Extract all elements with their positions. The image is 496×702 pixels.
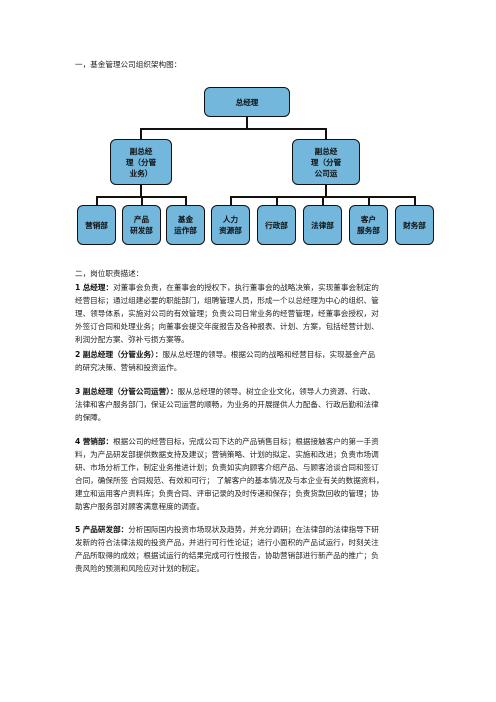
connector xyxy=(230,196,232,205)
connector xyxy=(140,128,326,130)
dept-marketing-box: 营销部 xyxy=(77,205,116,245)
duty-text-line: 根据公司的经营目标，完成公司下达的产品销售目标；根据接触客户的第一手资 xyxy=(113,437,379,446)
duty-paragraph: 1 总经理：对董事会负责，在董事会的授权下，执行董事会的战略决策，实现董事会制定… xyxy=(75,281,425,346)
duty-paragraph: 3 副总经理（分管公司运营）：服从总经理的领导。树立企业文化，领导人力资源、行政… xyxy=(75,385,425,424)
duty-text-line: 分析国际国内投资市场现状及趋势，并充分调研；在法律部的法律指导下研 xyxy=(128,525,379,534)
dept-admin-box: 行政部 xyxy=(257,205,296,245)
vp-business-box: 副总经 理（分管 业务） xyxy=(110,139,172,185)
dept-customer-service-box: 客户 服务部 xyxy=(349,205,388,245)
connector xyxy=(185,196,187,205)
duty-title: 副总经理（分管业务）： xyxy=(82,350,163,359)
vp-operations-box: 副总经 理（分管 公司运 xyxy=(292,139,360,185)
connector xyxy=(141,196,143,205)
duty-text-line: 合同，确保所签 合同规范、有效和可行； 了解客户的基本情况及与本企业有关的数据资… xyxy=(75,476,384,485)
duty-text-line: 料，为产品研发部提供数据支持及建议；营销策略、计划的拟定、实施和改进；负责市场调 xyxy=(75,450,379,459)
duty-text-line: 服从总经理的领导。树立企业文化，领导人力资源、行政、 xyxy=(177,387,376,396)
duty-number: 5 xyxy=(75,525,81,534)
duty-number: 2 xyxy=(75,350,81,359)
connector xyxy=(414,196,416,205)
connector xyxy=(140,185,142,196)
duty-text-line: 利润分配方案、弥补亏损方案等。 xyxy=(75,335,189,344)
duty-text-line: 经营目标；通过组建必要的职能部门，组聘管理人员，形成一个以总经理为中心的组织、管 xyxy=(75,296,379,305)
duty-text-line: 助客户服务部对顾客满意程度的调查。 xyxy=(75,502,205,511)
connector xyxy=(322,196,324,205)
duty-text-line: 法律和客户服务部门，保证公司运营的顺畅，为业务的开展提供人力配备、行政后勤和法律 xyxy=(75,400,379,409)
duty-text-line: 建立和运用客户资料库；负责合同、评审记录的及时传递和保存；负责货款回收的管理；协 xyxy=(75,489,379,498)
duty-text-line: 对董事会负责，在董事会的授权下，执行董事会的战略决策，实现董事会制定的 xyxy=(113,283,379,292)
dept-product-rd-box: 产品 研发部 xyxy=(122,205,161,245)
connector xyxy=(140,128,142,139)
duty-text-line: 理、领导体系，实施对公司的有效管理；负责公司日常业务的经营管理，经董事会授权，对 xyxy=(75,309,379,318)
duty-number: 3 xyxy=(75,387,81,396)
section1-heading: 一，基金管理公司组织架构图： xyxy=(75,60,182,69)
duty-number: 4 xyxy=(75,437,81,446)
connector xyxy=(325,185,327,196)
duty-text-line: 发新的符合法律法规的投资产品，并进行可行性论证；进行小面积的产品试运行，时刻关注 xyxy=(75,538,379,547)
duty-text-line: 的保障。 xyxy=(75,413,106,422)
duty-title: 产品研发部： xyxy=(82,525,129,534)
connector xyxy=(368,196,370,205)
duty-title: 总经理： xyxy=(82,283,114,292)
connector xyxy=(325,128,327,139)
duty-paragraph: 4 营销部：根据公司的经营目标，完成公司下达的产品销售目标；根据接触客户的第一手… xyxy=(75,435,425,513)
org-chart: 总经理 副总经 理（分管 业务） 副总经 理（分管 公司运 营销部 产品 研发部… xyxy=(0,0,496,260)
dept-fund-operation-box: 基金 运作部 xyxy=(166,205,205,245)
section2-heading: 二，岗位职责描述： xyxy=(75,269,144,278)
duty-text-line: 外签订合同和处理业务；向董事会提交年度报告及各种报表、计划、方案，包括经营计划、 xyxy=(75,322,379,331)
duty-paragraph: 2 副总经理（分管业务）：服从总经理的领导。根据公司的战略和经营目标，实现基金产… xyxy=(75,348,425,374)
connector xyxy=(96,196,98,205)
connector xyxy=(276,196,278,205)
duty-title: 副总经理（分管公司运营）： xyxy=(82,387,178,396)
dept-hr-box: 人力 资源部 xyxy=(211,205,250,245)
duty-title: 营销部： xyxy=(82,437,114,446)
dept-finance-box: 财务部 xyxy=(395,205,434,245)
duty-text-line: 的研究决策、营销和投资运作。 xyxy=(75,363,182,372)
dept-legal-box: 法律部 xyxy=(303,205,342,245)
connector xyxy=(246,117,248,128)
duty-paragraph: 5 产品研发部：分析国际国内投资市场现状及趋势，并充分调研；在法律部的法律指导下… xyxy=(75,523,425,575)
duty-text-line: 产品所取得的成效；根据试运行的结果完成可行性报告，协助营销部进行新产品的推广；负 xyxy=(75,551,379,560)
duty-text-line: 服从总经理的领导。根据公司的战略和经营目标，实现基金产品 xyxy=(162,350,376,359)
duty-text-line: 责风险的预测和风险应对计划的制定。 xyxy=(75,564,205,573)
duty-number: 1 xyxy=(75,283,81,292)
duty-text-line: 研、市场分析工作，制定业务推进计划；负责如实向顾客介绍产品、与顾客洽谈合同和签订 xyxy=(75,463,379,472)
ceo-box: 总经理 xyxy=(204,87,290,117)
